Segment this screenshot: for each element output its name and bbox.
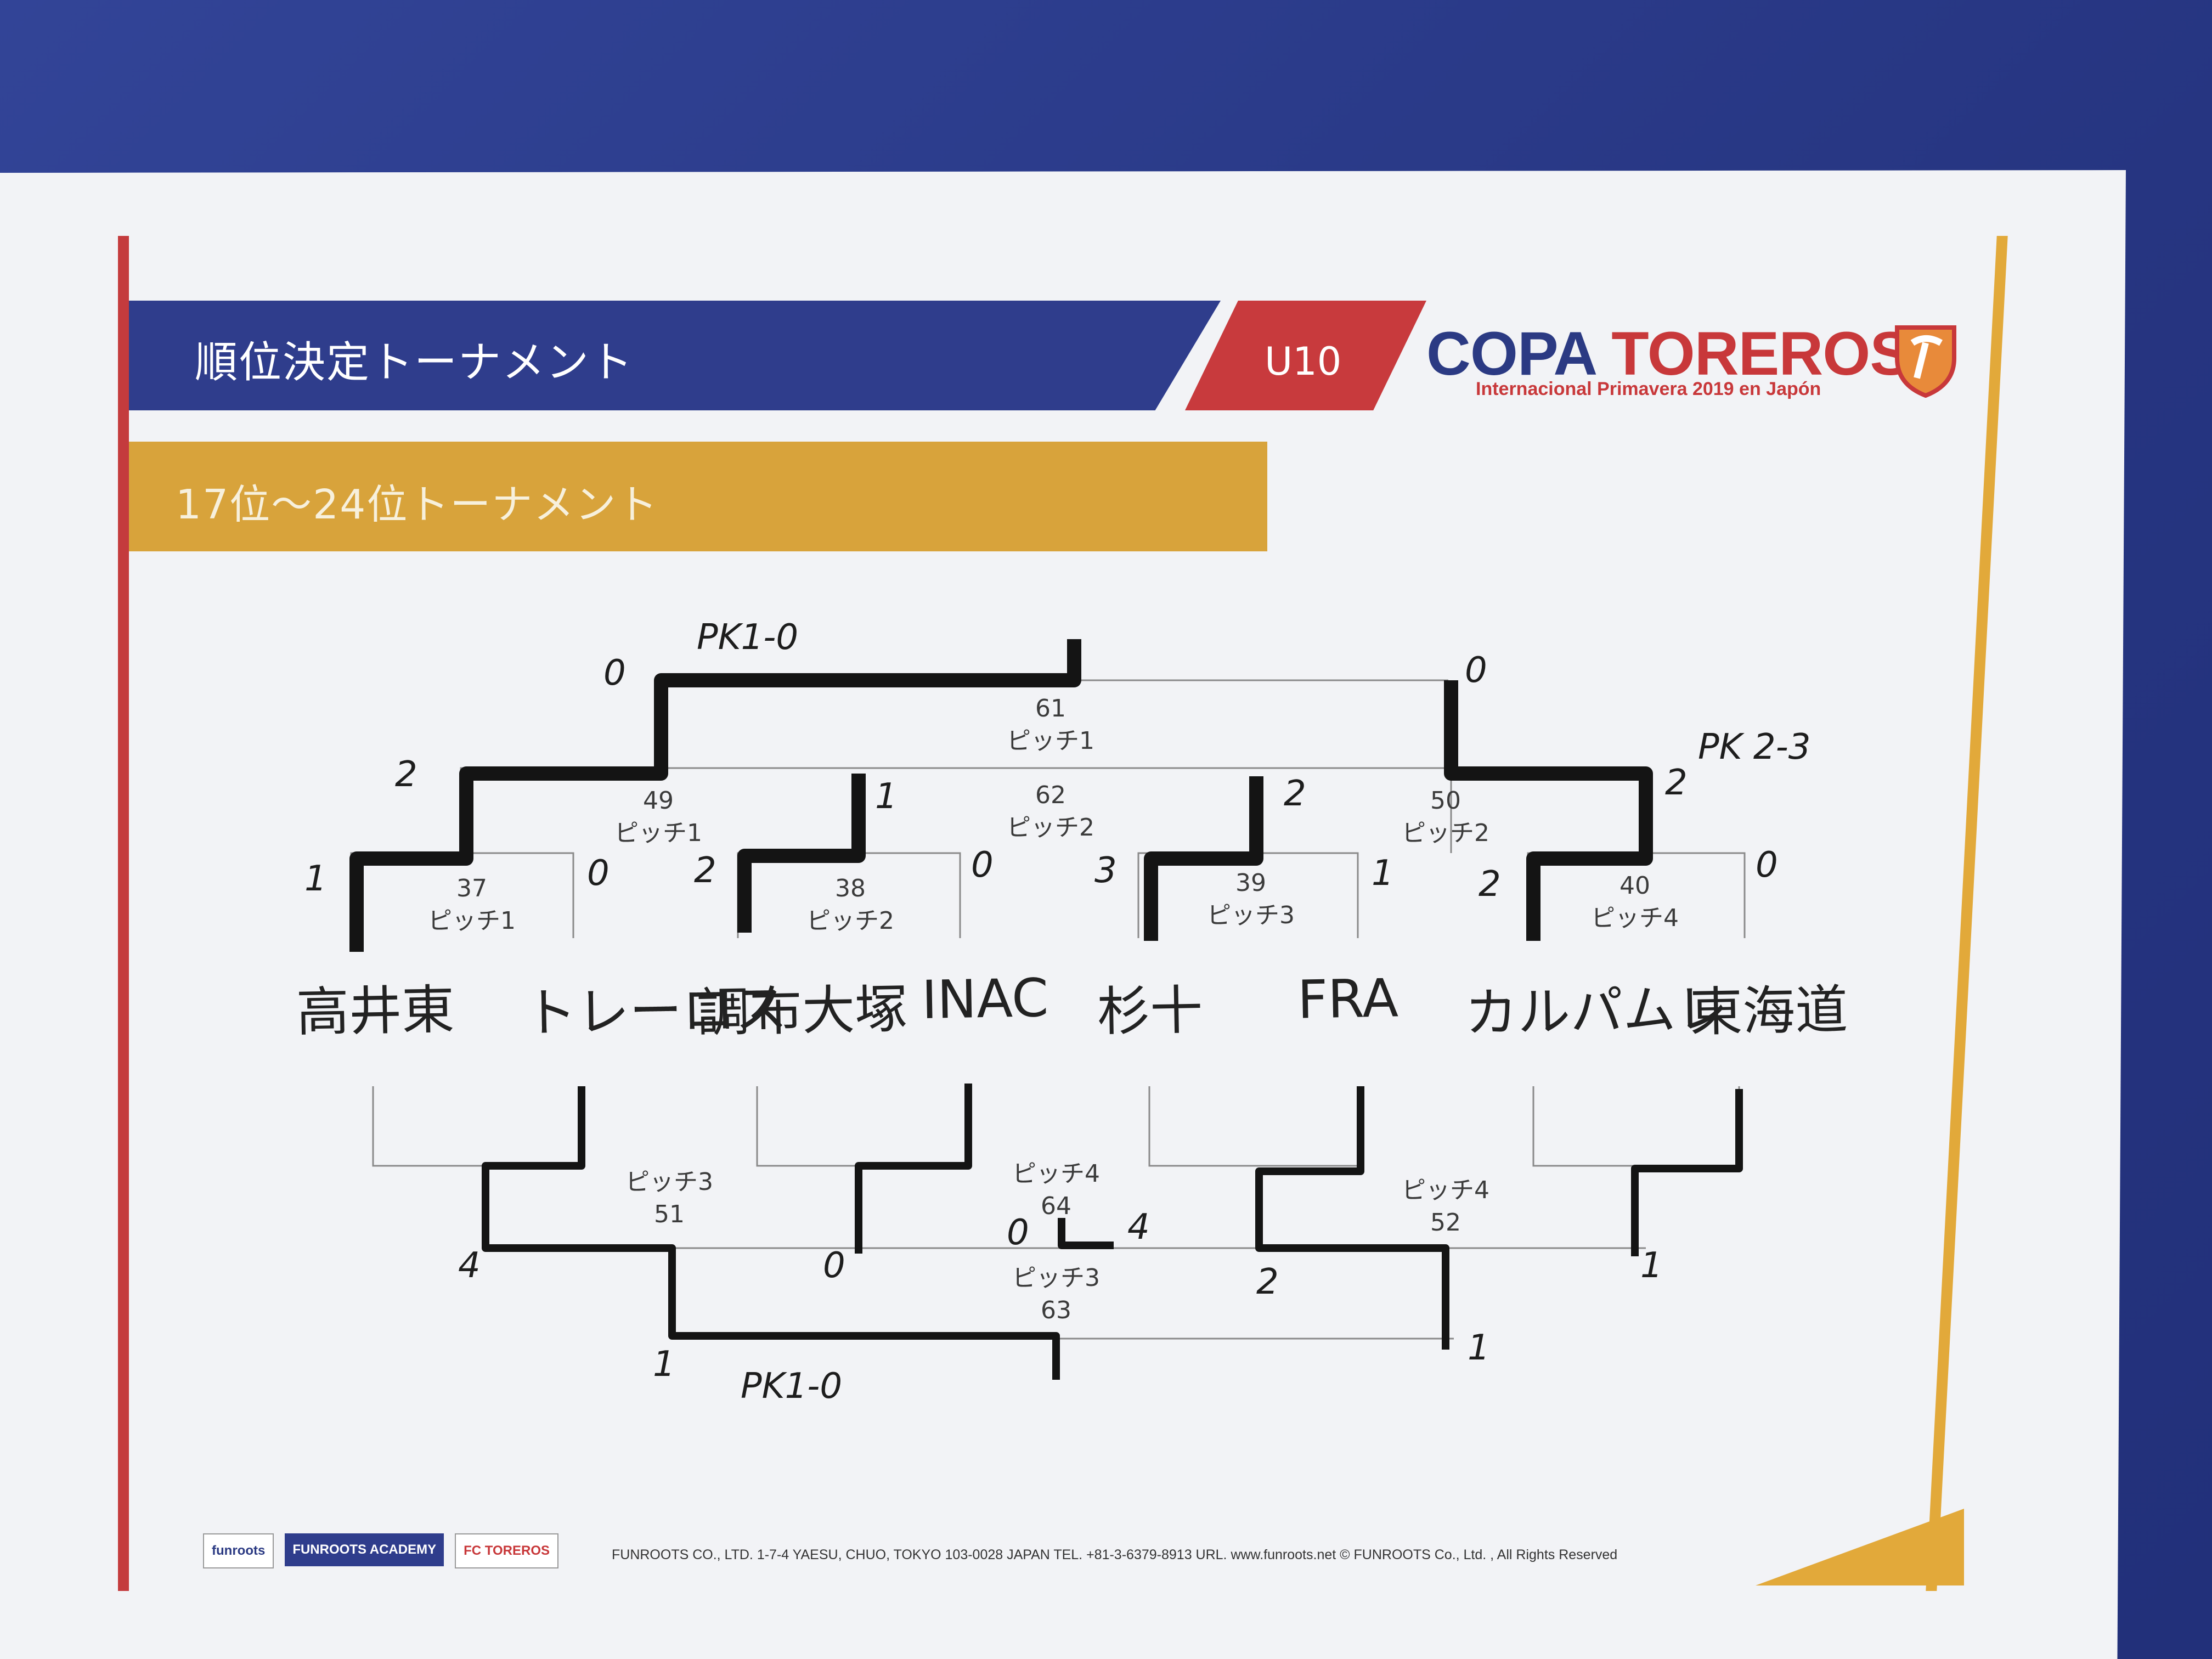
title-bar bbox=[129, 301, 1221, 410]
score: 0 bbox=[1465, 650, 1487, 691]
pk-note: PK1-0 bbox=[741, 1366, 843, 1407]
team-name: INAC bbox=[921, 967, 1049, 1031]
match-pitch: ピッチ2 bbox=[1402, 819, 1489, 848]
match-51: ピッチ3 51 bbox=[614, 1166, 724, 1231]
score: 4 bbox=[1127, 1207, 1150, 1248]
score: 2 bbox=[1284, 774, 1306, 814]
match-61: 61 ピッチ1 bbox=[996, 692, 1105, 758]
score: 0 bbox=[1756, 845, 1778, 885]
score: 2 bbox=[694, 850, 716, 891]
match-pitch: ピッチ4 bbox=[1591, 904, 1679, 933]
bracket-title: 17位～24位トーナメント bbox=[176, 481, 659, 528]
score: 0 bbox=[1007, 1212, 1029, 1253]
team-name: 東海道 bbox=[1689, 979, 1849, 1043]
brand-name-part1: COPA bbox=[1426, 319, 1612, 388]
page-title: 順位決定トーナメント bbox=[195, 338, 634, 387]
funroots-academy-logo: FUNROOTS ACADEMY bbox=[285, 1533, 444, 1566]
footer-copyright: FUNROOTS CO., LTD. 1-7-4 YAESU, CHUO, TO… bbox=[612, 1547, 1618, 1562]
handwritten-winner-lines bbox=[349, 639, 1653, 952]
team-name: 調布大塚 bbox=[696, 978, 909, 1044]
match-number: 64 bbox=[1041, 1192, 1071, 1221]
match-64: ピッチ4 64 bbox=[1001, 1158, 1111, 1223]
score: 2 bbox=[1665, 763, 1688, 803]
team-name: 高井東 bbox=[296, 979, 455, 1043]
category-label: U10 bbox=[1265, 339, 1342, 384]
match-number: 49 bbox=[643, 787, 674, 815]
score: 1 bbox=[653, 1344, 675, 1385]
team-name: 杉十 bbox=[1097, 979, 1204, 1043]
score: 4 bbox=[458, 1245, 481, 1286]
team-name: FRA bbox=[1297, 967, 1399, 1031]
match-number: 61 bbox=[1035, 695, 1066, 723]
match-number: 40 bbox=[1620, 872, 1650, 900]
match-number: 63 bbox=[1041, 1296, 1071, 1325]
match-49: 49 ピッチ1 bbox=[603, 785, 713, 850]
score: 0 bbox=[587, 853, 610, 894]
brand-logo: COPA TOREROS bbox=[1426, 318, 1911, 389]
footer-logos: funroots FUNROOTS ACADEMY FC TOREROS bbox=[203, 1533, 558, 1568]
score: 1 bbox=[875, 776, 898, 817]
match-pitch: ピッチ4 bbox=[1012, 1160, 1100, 1188]
match-number: 50 bbox=[1430, 787, 1461, 815]
match-50: 50 ピッチ2 bbox=[1391, 785, 1500, 850]
match-52: ピッチ4 52 bbox=[1391, 1174, 1500, 1239]
match-39: 39 ピッチ3 bbox=[1196, 867, 1306, 932]
match-pitch: ピッチ1 bbox=[428, 907, 516, 935]
match-number: 39 bbox=[1235, 869, 1266, 897]
handwritten-lower-lines bbox=[482, 1084, 1743, 1380]
match-40: 40 ピッチ4 bbox=[1580, 870, 1690, 935]
score: 1 bbox=[1640, 1245, 1663, 1286]
brand-subtitle: Internacional Primavera 2019 en Japón bbox=[1476, 379, 1821, 399]
score: 3 bbox=[1094, 850, 1117, 891]
match-37: 37 ピッチ1 bbox=[417, 872, 527, 938]
match-number: 38 bbox=[835, 874, 866, 902]
match-pitch: ピッチ1 bbox=[614, 819, 702, 848]
match-pitch: ピッチ2 bbox=[1007, 814, 1094, 842]
match-38: 38 ピッチ2 bbox=[795, 872, 905, 938]
match-pitch: ピッチ3 bbox=[1012, 1264, 1100, 1292]
match-number: 37 bbox=[456, 874, 487, 902]
pk-note: PK 2-3 bbox=[1698, 727, 1811, 768]
match-number: 51 bbox=[654, 1200, 685, 1229]
match-63: ピッチ3 63 bbox=[1001, 1262, 1111, 1327]
match-number: 62 bbox=[1035, 781, 1066, 809]
match-pitch: ピッチ2 bbox=[806, 907, 894, 935]
fc-toreros-logo: FC TOREROS bbox=[455, 1533, 558, 1568]
match-number: 52 bbox=[1430, 1209, 1461, 1237]
brand-name-part2: TOREROS bbox=[1611, 319, 1911, 388]
score: 1 bbox=[1372, 853, 1394, 894]
crest-icon bbox=[1895, 325, 1956, 398]
score: 0 bbox=[971, 845, 994, 885]
match-pitch: ピッチ4 bbox=[1402, 1176, 1489, 1204]
score: 0 bbox=[603, 653, 626, 693]
sheet-red-edge bbox=[118, 236, 129, 1591]
score: 2 bbox=[1256, 1262, 1279, 1302]
score: 0 bbox=[823, 1245, 845, 1286]
pk-note: PK1-0 bbox=[697, 617, 799, 658]
score: 2 bbox=[1479, 864, 1501, 905]
score: 1 bbox=[1468, 1328, 1490, 1368]
match-pitch: ピッチ3 bbox=[625, 1168, 713, 1196]
score: 2 bbox=[395, 754, 417, 795]
score: 1 bbox=[304, 859, 327, 899]
match-pitch: ピッチ1 bbox=[1007, 727, 1094, 755]
match-pitch: ピッチ3 bbox=[1207, 901, 1295, 930]
funroots-logo: funroots bbox=[203, 1533, 274, 1568]
match-62: 62 ピッチ2 bbox=[996, 779, 1105, 844]
subtitle-bar bbox=[129, 442, 1267, 551]
